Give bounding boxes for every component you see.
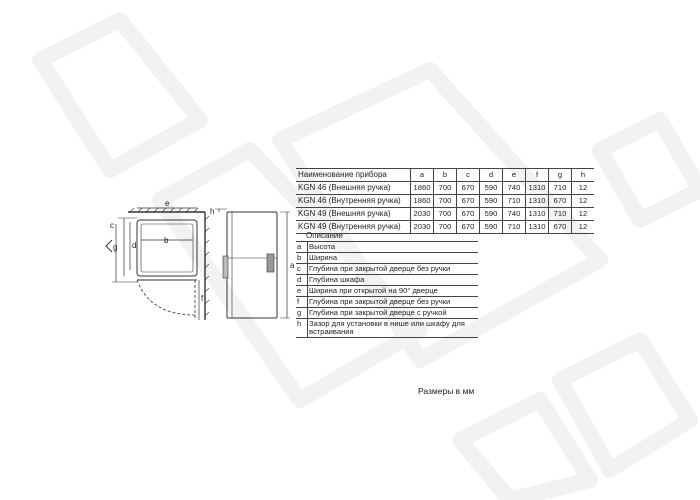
cell-value: 700: [433, 181, 457, 195]
cell-value: 12: [571, 181, 594, 195]
cell-model: KGN 46 (Внутренняя ручка): [296, 194, 411, 208]
cell-value: 670: [456, 194, 480, 208]
legend-key: g: [296, 307, 308, 320]
legend-text: Глубина при закрытой дверце без ручки: [307, 296, 478, 309]
cell-value: 670: [456, 207, 480, 221]
legend-key: h: [296, 318, 308, 339]
legend-text: Глубина при закрытой дверце без ручки: [307, 263, 478, 276]
table-row: KGN 46 (Внешняя ручка) 1860 700 670 590 …: [296, 181, 594, 195]
legend-item: f Глубина при закрытой дверце без ручки: [296, 296, 478, 309]
cell-value: 590: [479, 207, 503, 221]
label-g: g: [113, 243, 117, 252]
cell-value: 1310: [525, 207, 549, 221]
table-row: KGN 46 (Внутренняя ручка) 1860 700 670 5…: [296, 194, 594, 208]
legend-item: d Глубина шкафа: [296, 274, 478, 287]
cell-value: 1860: [410, 194, 434, 208]
units-note: Размеры в мм: [418, 386, 475, 396]
column-header-d: d: [479, 168, 503, 182]
cell-value: 700: [433, 207, 457, 221]
column-header-a: a: [410, 168, 434, 182]
cell-value: 670: [456, 181, 480, 195]
legend-text: Зазор для установки в нише или шкафу для…: [307, 318, 478, 339]
label-c: c: [110, 221, 114, 230]
table-row: KGN 49 (Внешняя ручка) 2030 700 670 590 …: [296, 207, 594, 221]
dimensions-table: Наименование прибора a b c d e f g h KGN…: [296, 168, 594, 234]
cell-value: 12: [571, 207, 594, 221]
legend-key: a: [296, 241, 308, 254]
cell-value: 590: [479, 220, 503, 234]
label-a: a: [290, 261, 295, 270]
legend-key: b: [296, 252, 308, 265]
label-d: d: [132, 241, 136, 250]
legend-table: Описание a Высота b Ширина c Глубина при…: [296, 231, 478, 339]
legend-item: c Глубина при закрытой дверце без ручки: [296, 263, 478, 276]
cell-value: 12: [571, 194, 594, 208]
legend-key: c: [296, 263, 308, 276]
cell-value: 740: [502, 207, 526, 221]
legend-text: Глубина при закрытой дверце с ручкой: [307, 307, 478, 320]
column-header-h: h: [571, 168, 594, 182]
label-e: e: [165, 199, 170, 208]
legend-text: Высота: [307, 241, 478, 254]
top-view-drawing: [105, 207, 210, 320]
column-header-c: c: [456, 168, 480, 182]
cell-value: 590: [479, 181, 503, 195]
legend-text: Ширина: [307, 252, 478, 265]
label-f: f: [201, 294, 204, 303]
legend-key: e: [296, 285, 308, 298]
cell-value: 1310: [525, 220, 549, 234]
cell-value: 700: [433, 194, 457, 208]
legend-item: b Ширина: [296, 252, 478, 265]
legend-item: h Зазор для установки в нише или шкафу д…: [296, 318, 478, 339]
cell-value: 12: [571, 220, 594, 234]
cell-value: 1860: [410, 181, 434, 195]
column-header-g: g: [548, 168, 572, 182]
legend-text: Ширина при открытой на 90° дверце: [307, 285, 478, 298]
cell-value: 670: [548, 194, 572, 208]
legend-text: Глубина шкафа: [307, 274, 478, 287]
cell-value: 710: [548, 181, 572, 195]
legend-title: Описание: [296, 231, 478, 243]
side-view-drawing: [215, 208, 290, 319]
cell-value: 740: [502, 181, 526, 195]
legend-key: f: [296, 296, 308, 309]
legend-item: a Высота: [296, 241, 478, 254]
label-h: h: [210, 207, 214, 216]
column-header-b: b: [433, 168, 457, 182]
cell-value: 710: [502, 220, 526, 234]
legend-key: d: [296, 274, 308, 287]
cell-value: 710: [502, 194, 526, 208]
column-header-f: f: [525, 168, 549, 182]
column-header-model: Наименование прибора: [296, 168, 411, 182]
cell-value: 1310: [525, 194, 549, 208]
label-b: b: [164, 236, 169, 245]
column-header-e: e: [502, 168, 526, 182]
cell-model: KGN 46 (Внешняя ручка): [296, 181, 411, 195]
cell-value: 670: [548, 220, 572, 234]
legend-header-row: Описание: [296, 231, 478, 243]
cell-value: 710: [548, 207, 572, 221]
table-header-row: Наименование прибора a b c d e f g h: [296, 168, 594, 182]
legend-item: e Ширина при открытой на 90° дверце: [296, 285, 478, 298]
legend-item: g Глубина при закрытой дверце с ручкой: [296, 307, 478, 320]
cell-value: 1310: [525, 181, 549, 195]
cell-model: KGN 49 (Внешняя ручка): [296, 207, 411, 221]
cell-value: 2030: [410, 207, 434, 221]
cell-value: 590: [479, 194, 503, 208]
